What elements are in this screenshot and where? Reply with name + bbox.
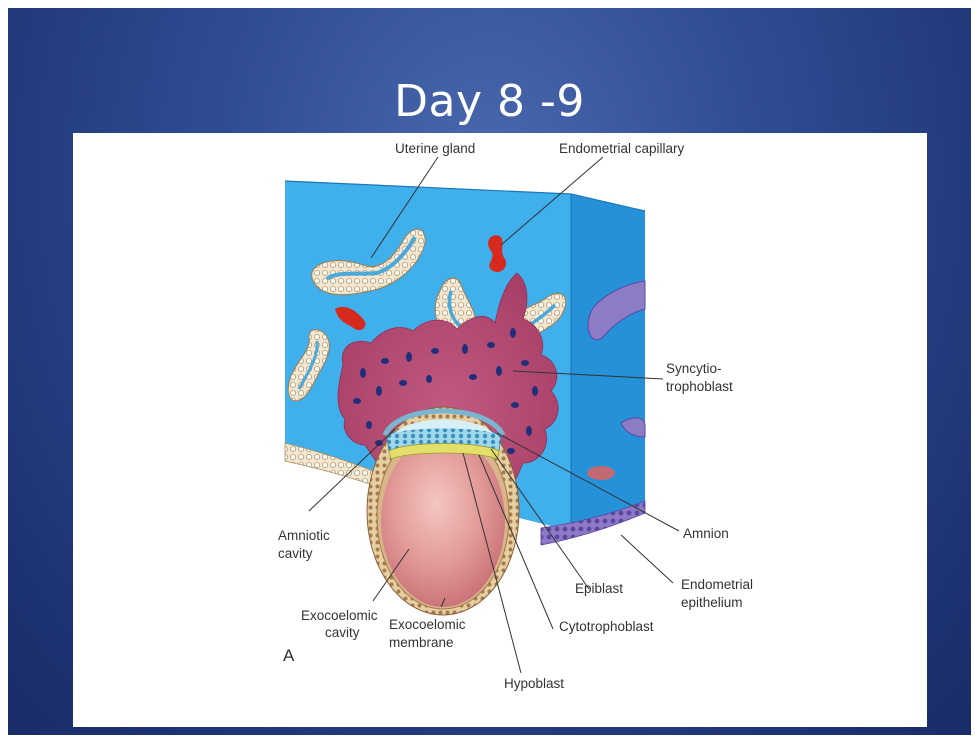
label-endometrial-capillary: Endometrial capillary bbox=[559, 141, 685, 156]
label-endometrial-epithelium-2: epithelium bbox=[681, 595, 743, 610]
label-hypoblast: Hypoblast bbox=[504, 676, 564, 691]
label-cytotrophoblast: Cytotrophoblast bbox=[559, 619, 654, 634]
slide: Day 8 -9 bbox=[8, 8, 971, 735]
maternal-blood-lacuna bbox=[587, 466, 615, 480]
slide-title: Day 8 -9 bbox=[8, 80, 971, 124]
exocoelomic-cavity bbox=[381, 435, 505, 607]
label-amnion: Amnion bbox=[683, 526, 729, 541]
label-amniotic-cavity-2: cavity bbox=[278, 546, 313, 561]
label-exocoelomic-cavity-1: Exocoelomic bbox=[301, 608, 378, 623]
label-endometrial-epithelium-1: Endometrial bbox=[681, 577, 753, 592]
label-exocoelomic-cavity-2: cavity bbox=[325, 625, 360, 640]
implantation-diagram: Uterine gland Endometrial capillary Sync… bbox=[73, 133, 927, 727]
label-syncytiotrophoblast-2: trophoblast bbox=[666, 379, 733, 394]
panel-letter: A bbox=[283, 646, 295, 665]
label-exocoelomic-membrane-2: membrane bbox=[389, 635, 454, 650]
label-epiblast: Epiblast bbox=[575, 581, 623, 596]
label-uterine-gland: Uterine gland bbox=[395, 141, 475, 156]
label-syncytiotrophoblast-1: Syncytio- bbox=[666, 361, 722, 376]
diagram-image-panel: Uterine gland Endometrial capillary Sync… bbox=[73, 133, 927, 727]
endometrium-side-face bbox=[571, 194, 645, 531]
label-exocoelomic-membrane-1: Exocoelomic bbox=[389, 617, 466, 632]
label-amniotic-cavity-1: Amniotic bbox=[278, 528, 330, 543]
